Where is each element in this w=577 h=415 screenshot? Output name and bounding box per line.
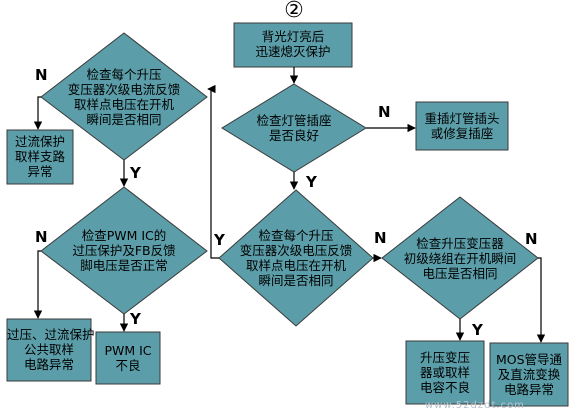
mos-circuit-box (489, 342, 569, 407)
transformer-cap-box (405, 340, 485, 405)
edge-label-socket-yes: Y (306, 173, 317, 191)
edge-label-voltage-yes: Y (214, 231, 225, 249)
edge-label-current-yes: Y (130, 164, 141, 182)
step-number: ② (284, 0, 304, 23)
edge-label-primary-yes: Y (472, 321, 483, 339)
check-primary-text: 检查升压变压器初级绕组在开机瞬间 电压是否相同 (403, 236, 517, 281)
edge-label-pwm-yes: Y (130, 310, 141, 328)
check-socket-text: 检查灯管插座是否良好 (256, 113, 332, 143)
overcurrent-branch-text: 过流保护取样支路 异常 (14, 134, 65, 179)
check-voltage-fb-text: 检查每个升压变压器次级电压反馈 取样点电压在开机瞬间是否相同 (239, 228, 353, 288)
edge-label-socket-no: N (378, 103, 391, 121)
start-box (233, 22, 353, 68)
overcurrent-branch-box (6, 129, 74, 185)
fix-socket-text: 重插灯管插头或修复插座 (424, 111, 500, 141)
watermark: www.52dzdt.com (425, 400, 525, 411)
mos-circuit-text: MOS管导通及直流变换 电路异常 (495, 352, 563, 397)
common-sampling-box (6, 318, 92, 382)
check-pwm-text: 检查PWM IC的过压保护及FB反馈 脚电压是否正常 (72, 228, 176, 273)
start-text: 背光灯亮后迅速熄灭保护 (255, 29, 331, 59)
common-sampling-text: 过压、过流保护公共取样 电路异常 (7, 327, 95, 372)
fix-socket-box (415, 101, 509, 151)
arrow-primary-no (536, 257, 546, 343)
arrow-pwm-no (33, 250, 43, 319)
edge-label-current-no: N (35, 66, 48, 84)
transformer-cap-text: 升压变压器或取样 电容不良 (419, 350, 470, 395)
pwm-bad-box (95, 331, 161, 385)
check-voltage-fb-diamond (218, 189, 374, 327)
arrow-current-no (33, 96, 43, 130)
check-current-fb-text: 检查每个升压变压器次级电流反馈 取样点电压在开机瞬间是否相同 (67, 67, 181, 127)
edge-label-primary-no: N (525, 230, 538, 248)
arrow-voltage-yes (207, 84, 219, 259)
edge-label-voltage-no: N (374, 229, 387, 247)
edge-label-pwm-no: N (35, 228, 48, 246)
